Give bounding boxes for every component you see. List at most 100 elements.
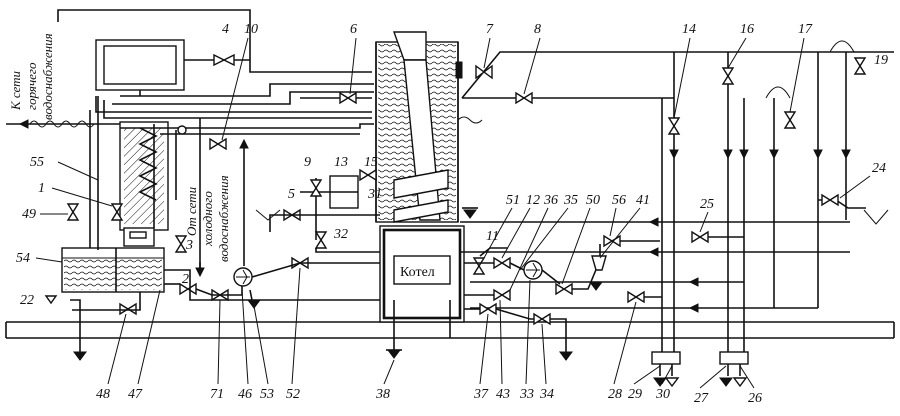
hot-water-line-1: К сети (8, 71, 23, 111)
drain-38 (386, 338, 402, 359)
storage-tank (61, 247, 165, 293)
callout-38: 38 (375, 387, 390, 402)
callout-26: 26 (748, 391, 762, 406)
valve-24 (821, 193, 839, 207)
valve-4 (213, 53, 235, 67)
callout-37: 37 (473, 387, 489, 402)
hot-water-label: К сети горячего водоснабжения (8, 33, 55, 120)
callout-13: 13 (334, 155, 348, 170)
callout-7: 7 (486, 22, 494, 37)
valve-11 (472, 257, 486, 275)
callout-22: 22 (20, 293, 34, 308)
valve-17 (783, 111, 797, 129)
callout-27: 27 (694, 391, 709, 406)
valve-1 (110, 203, 124, 221)
callout-34: 34 (539, 387, 554, 402)
callout-52: 52 (286, 387, 300, 402)
valve-37 (479, 302, 497, 316)
cold-water-line-2: холодного (200, 191, 215, 247)
valve-48 (119, 302, 137, 316)
valve-8 (515, 91, 533, 105)
callout-29: 29 (628, 387, 642, 402)
hot-water-line-2: горячего (24, 62, 39, 110)
callout-32: 32 (333, 227, 348, 242)
control-cabinet (95, 39, 185, 96)
valve-56 (603, 234, 621, 248)
hot-water-line-3: водоснабжения (40, 33, 55, 120)
distribution-risers (460, 40, 894, 352)
callout-19: 19 (874, 53, 888, 68)
cold-water-label: От сети холодного водоснабжения (184, 175, 231, 262)
callout-10: 10 (244, 22, 258, 37)
callout-35: 35 (563, 193, 578, 208)
callout-48: 48 (96, 387, 110, 402)
callout-24: 24 (872, 161, 886, 176)
valve-32 (314, 231, 328, 249)
vent-right (863, 209, 889, 225)
cold-water-line-3: водоснабжения (216, 175, 231, 262)
valve-28 (627, 290, 645, 304)
valve-7 (475, 64, 493, 80)
callout-50: 50 (586, 193, 600, 208)
callout-53: 53 (260, 387, 274, 402)
callout-47: 47 (128, 387, 143, 402)
callout-8: 8 (534, 22, 541, 37)
callout-6: 6 (350, 22, 357, 37)
callout-25: 25 (700, 197, 714, 212)
callout-36: 36 (543, 193, 558, 208)
callout-49: 49 (22, 207, 36, 222)
valve-19 (853, 57, 867, 75)
callout-9: 9 (304, 155, 311, 170)
valve-43 (493, 288, 511, 302)
vent-left (255, 209, 281, 221)
drain-51 (462, 207, 478, 219)
drain-symbols (44, 207, 889, 388)
callout-41: 41 (636, 193, 650, 208)
expansion-tank (300, 175, 359, 240)
callout-14: 14 (682, 22, 696, 37)
callout-15: 15 (364, 155, 378, 170)
callout-43: 43 (496, 387, 510, 402)
callout-1: 1 (38, 181, 45, 196)
callout-71: 71 (210, 387, 224, 402)
drain-30 (664, 377, 680, 388)
callout-17: 17 (798, 22, 813, 37)
callout-numbers: 1 2 3 4 5 6 7 8 9 10 11 12 13 14 15 16 1… (16, 22, 888, 406)
valve-15 (359, 168, 377, 182)
valve-14 (667, 117, 681, 135)
boiler-column (375, 31, 483, 223)
valve-3 (174, 235, 188, 253)
drain-lower-mid (559, 351, 573, 361)
upper-pipe-bundle (57, 9, 374, 270)
pump-46 (233, 267, 253, 287)
leader-lines (35, 37, 871, 389)
valves (66, 53, 867, 326)
drain-22 (44, 295, 58, 305)
callout-2: 2 (182, 272, 189, 287)
callout-28: 28 (608, 387, 622, 402)
callout-46: 46 (238, 387, 252, 402)
callout-31: 31 (367, 187, 382, 202)
valve-6 (339, 91, 357, 105)
drain-27 (719, 377, 733, 387)
callout-4: 4 (222, 22, 229, 37)
drain-41 (589, 281, 603, 291)
valve-10 (209, 137, 227, 151)
valve-49 (66, 203, 80, 221)
cold-water-line-1: От сети (184, 186, 199, 236)
boiler-body: Котел (379, 225, 465, 338)
callout-56: 56 (612, 193, 626, 208)
valve-50 (555, 282, 573, 296)
collectors (651, 351, 749, 376)
valve-9 (309, 179, 323, 197)
drain-53 (247, 299, 261, 309)
drain-26 (732, 377, 748, 388)
valve-12 (493, 256, 511, 270)
pump-33 (523, 260, 543, 280)
callout-5: 5 (288, 187, 295, 202)
callout-55: 55 (30, 155, 44, 170)
callout-16: 16 (740, 22, 754, 37)
callout-33: 33 (519, 387, 534, 402)
boiler-label: Котел (400, 265, 435, 280)
